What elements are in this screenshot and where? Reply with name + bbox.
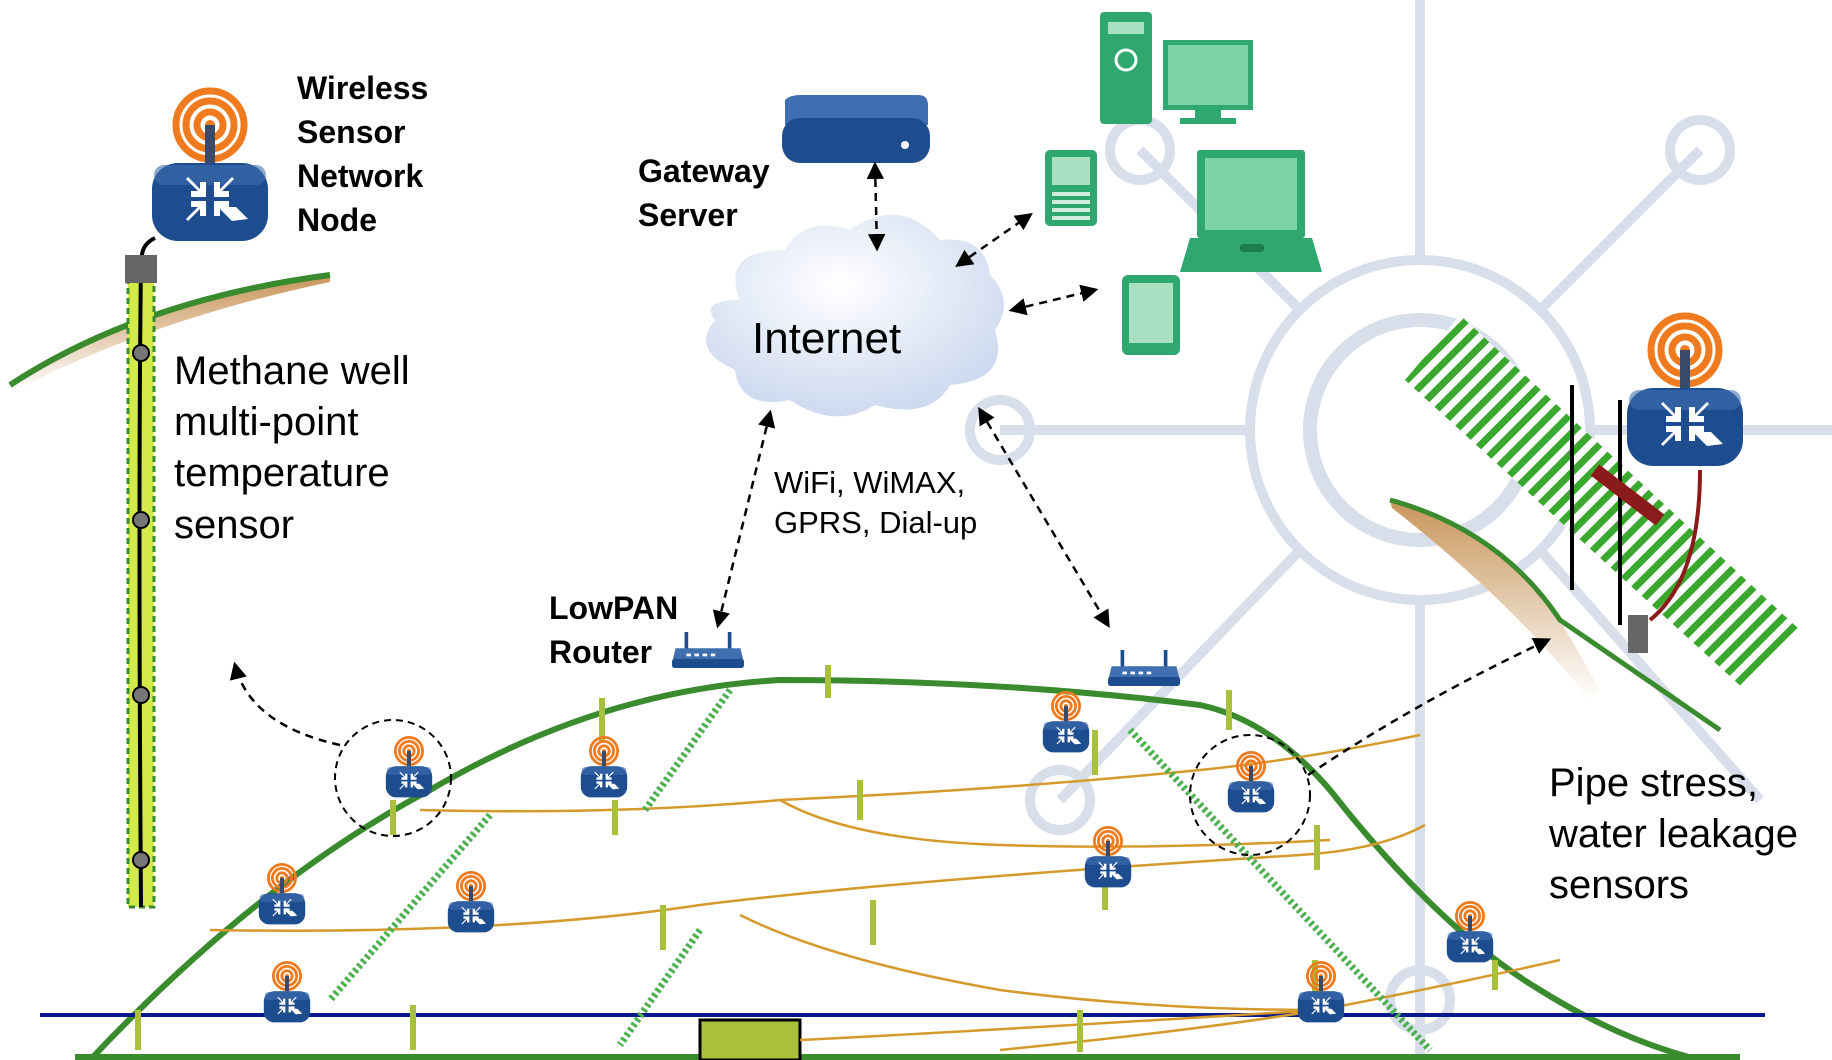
zoom-arrows <box>229 638 1552 777</box>
wireless-node-icon <box>1084 826 1132 889</box>
wireless-node-icon <box>1042 691 1090 754</box>
gateway-server-icon <box>782 95 930 163</box>
connection-arrows <box>712 161 1110 629</box>
mound-nodes <box>258 691 1494 1024</box>
client-devices <box>1045 12 1322 355</box>
gateway-server-label: Gateway Server <box>638 153 770 234</box>
internet-label: Internet <box>752 314 902 363</box>
desktop-computer-icon <box>1100 12 1253 124</box>
internet-cloud-icon <box>706 214 1004 417</box>
wireless-node-icon <box>1446 901 1494 964</box>
pipe-sensors-label: Pipe stress, water leakage sensors <box>1549 761 1799 908</box>
landfill-mound <box>40 665 1765 1060</box>
wsn-node-label: Wireless Sensor Network Node <box>297 70 429 239</box>
methane-well <box>8 236 331 909</box>
zoom-circles <box>334 719 1311 856</box>
wireless-node-icon <box>1297 961 1345 1024</box>
wireless-node-icon <box>385 736 433 799</box>
laptop-icon <box>1180 150 1322 272</box>
tablet-icon <box>1122 275 1180 355</box>
wireless-node-icon <box>580 736 628 799</box>
lowpan-router-label: LowPAN Router <box>549 590 679 671</box>
wireless-node-icon <box>152 91 268 241</box>
wireless-node-icon <box>1627 316 1743 466</box>
network-links-label: WiFi, WiMAX, GPRS, Dial-up <box>774 465 978 541</box>
smartphone-icon <box>1045 150 1097 226</box>
pipe-section <box>1389 315 1800 733</box>
wireless-node-icon <box>263 961 311 1024</box>
wireless-node-icon <box>447 871 495 934</box>
router-icon <box>1108 650 1180 686</box>
methane-sensor-label: Methane well multi-point temperature sen… <box>174 349 410 547</box>
router-icon <box>672 632 744 668</box>
